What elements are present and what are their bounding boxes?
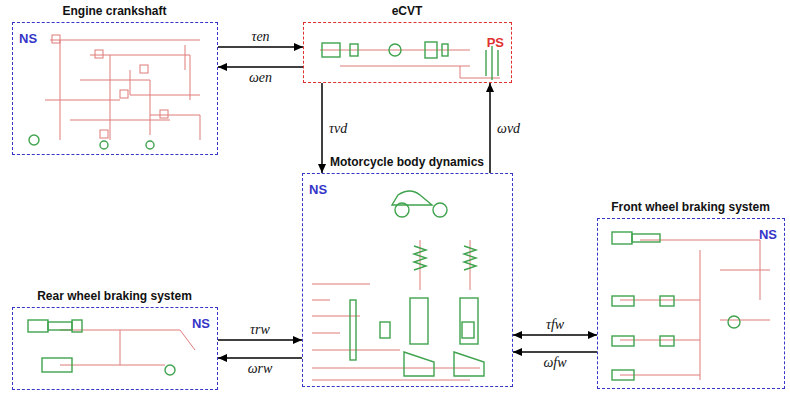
signal-label: ωen [248,70,273,85]
signal-arrow [218,46,303,48]
solver-tag: NS [19,31,37,46]
subsystem-box: Rear wheel braking systemNS [12,307,218,390]
signal-arrow [218,339,302,341]
subsystem-heading: Engine crankshaft [62,4,166,18]
subsystem-heading: Motorcycle body dynamics [330,155,484,169]
subsystem-box: Engine crankshaftNS [12,22,218,155]
signal-arrow [489,83,491,173]
subsystem-box: Motorcycle body dynamicsNS [302,173,513,387]
signal-arrow [321,83,323,173]
solver-tag: NS [759,227,777,242]
subsystem-heading: Front wheel braking system [611,200,770,214]
subsystem-heading: Rear wheel braking system [37,289,192,303]
signal-arrow [218,357,302,359]
signal-label: ωrw [247,361,274,376]
signal-label: τvd [328,121,348,136]
signal-label: τfw [545,317,565,332]
solver-tag: NS [192,316,210,331]
signal-label: ωfw [542,355,567,370]
subsystem-heading: eCVT [392,4,423,18]
subsystem-box: eCVTPS [303,22,512,83]
signal-label: τrw [249,322,271,337]
signal-label: ωvd [496,121,521,136]
solver-tag: NS [309,182,327,197]
signal-arrow [218,66,303,68]
subsystem-box: Front wheel braking systemNS [597,218,785,389]
signal-label: τen [250,29,270,44]
signal-arrow [513,351,597,353]
signal-arrow [513,334,597,336]
solver-tag: PS [487,35,504,50]
